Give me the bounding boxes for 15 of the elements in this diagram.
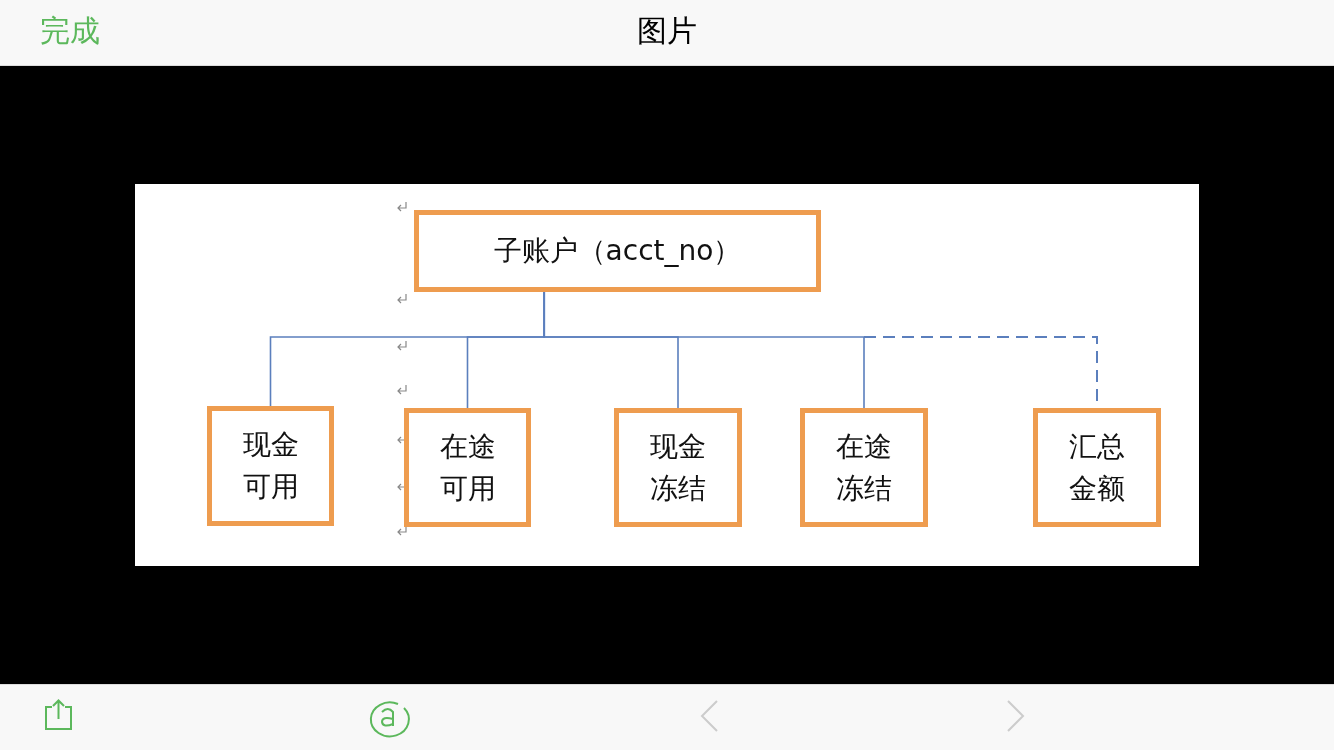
box-label: 现金冻结 xyxy=(650,428,706,507)
box-label: 汇总金额 xyxy=(1069,428,1125,507)
category-box xyxy=(207,406,334,526)
category-box xyxy=(1033,408,1161,527)
page-title: 图片 xyxy=(636,12,698,50)
done-link: 完成 xyxy=(40,12,100,50)
root-box xyxy=(414,210,821,292)
box-label: 在途冻结 xyxy=(836,428,892,507)
box-label: 现金可用 xyxy=(242,427,299,505)
category-box xyxy=(800,408,928,527)
box-label: 在途可用 xyxy=(439,428,496,507)
category-box xyxy=(614,408,742,527)
category-box xyxy=(404,408,531,527)
box-label: 子账户（acct_no） xyxy=(493,233,742,269)
connector-line xyxy=(543,291,865,409)
